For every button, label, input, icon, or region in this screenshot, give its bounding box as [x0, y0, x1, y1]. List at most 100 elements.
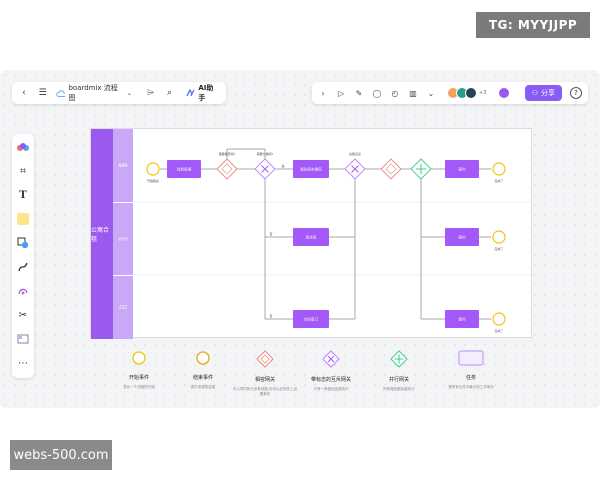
- start-event[interactable]: [146, 162, 160, 176]
- diagram-canvas[interactable]: 公寓合租 NNN YYYY ZZZ: [90, 128, 533, 339]
- end-label: 完成了: [494, 246, 503, 251]
- end-event[interactable]: [492, 162, 506, 176]
- lane-label: YYYY: [113, 202, 133, 275]
- task-box[interactable]: [293, 310, 329, 328]
- history-icon[interactable]: ◴: [391, 88, 399, 98]
- legend-title: 结束事件: [192, 375, 213, 381]
- tg-watermark: TG: MYYJJPP: [476, 12, 590, 38]
- task-label: 签约: [458, 235, 466, 240]
- end-label: 完成了: [494, 178, 503, 183]
- inclusive-gateway[interactable]: [380, 158, 402, 180]
- ai-label: AI助手: [198, 84, 214, 102]
- user-avatar[interactable]: [498, 87, 511, 99]
- legend-desc: 所有路径都会被执行: [383, 387, 415, 391]
- end-event-icon: [196, 351, 210, 365]
- task-label: 联系房东看房: [300, 167, 322, 172]
- ai-assistant-button[interactable]: AI助手: [186, 83, 220, 103]
- legend-title: 并行网关: [388, 377, 409, 383]
- help-button[interactable]: ?: [570, 87, 582, 99]
- lane-label: ZZZ: [113, 275, 133, 339]
- pool-label: 公寓合租: [91, 129, 113, 339]
- top-left-toolbar: ‹ ☰ boardmix 流程图 ⌄ ⌲ ⌕ AI助手: [12, 82, 226, 104]
- task-box[interactable]: [167, 160, 201, 178]
- doc-title: boardmix 流程图: [68, 84, 118, 102]
- legend-desc: 表示一个流程的开始: [123, 385, 155, 389]
- end-event[interactable]: [492, 230, 506, 244]
- task-box[interactable]: [293, 160, 329, 178]
- edge-label: 是: [281, 163, 284, 168]
- share-icon: ⚇: [531, 89, 538, 97]
- task-box[interactable]: [293, 228, 329, 246]
- legend-item: 带标志的互斥网关 只有一条路径会被执行: [298, 350, 364, 392]
- magic-icon[interactable]: ✎: [355, 88, 363, 98]
- legend-item: 相容网关 可以同时执行多条线路,也可以在网关上设置条件: [232, 350, 298, 397]
- task-label: 签约: [458, 167, 466, 172]
- task-label: 找到房源: [177, 167, 192, 172]
- pen-icon[interactable]: [16, 260, 30, 274]
- cloud-icon: [55, 89, 66, 97]
- back-icon[interactable]: ‹: [22, 88, 26, 98]
- share-button[interactable]: ⚇ 分享: [524, 85, 562, 101]
- share-label: 分享: [541, 89, 555, 97]
- end-event[interactable]: [492, 312, 506, 326]
- webs-watermark: webs-500.com: [10, 440, 112, 470]
- legend-desc: 可以同时执行多条线路,也可以在网关上设置条件: [232, 387, 298, 396]
- scissors-icon[interactable]: ✂: [18, 309, 28, 321]
- frame-icon[interactable]: ⌗: [20, 165, 26, 177]
- legend-title: 带标志的互斥网关: [310, 377, 351, 383]
- legend-title: 相容网关: [254, 377, 275, 383]
- avatar-count: +3: [479, 90, 487, 96]
- task-box[interactable]: [445, 160, 479, 178]
- legend-desc: 表示流程的结束: [190, 385, 216, 389]
- avatar: [465, 87, 477, 99]
- more-down-icon[interactable]: ⌄: [427, 88, 435, 98]
- search-icon[interactable]: ⌕: [167, 88, 173, 98]
- logo-icon[interactable]: [16, 140, 30, 154]
- inclusive-gateway-icon: [256, 350, 274, 368]
- menu-icon[interactable]: ☰: [38, 88, 47, 98]
- start-event-icon: [132, 351, 146, 365]
- ai-logo-icon: [186, 89, 195, 97]
- legend: 开始事件 表示一个流程的开始 结束事件 表示流程的结束 相容网关 可以同时执行多…: [90, 350, 532, 408]
- exclusive-gateway-icon: [322, 350, 340, 368]
- legend-item: 开始事件 表示一个流程的开始: [106, 350, 172, 390]
- more-icon[interactable]: ⋯: [18, 357, 28, 369]
- end-label: 完成了: [494, 328, 503, 333]
- task-label: 签约: [458, 317, 466, 322]
- parallel-gateway-icon: [390, 350, 408, 368]
- task-box[interactable]: [445, 228, 479, 246]
- doc-title-button[interactable]: boardmix 流程图 ⌄: [55, 83, 132, 103]
- tag-icon[interactable]: ⌲: [147, 88, 155, 98]
- shape-icon[interactable]: [16, 236, 30, 250]
- legend-desc: 只有一条路径会被执行: [313, 387, 349, 391]
- task-label: 合同签订: [304, 317, 319, 322]
- collaborator-avatars[interactable]: +3: [447, 87, 487, 99]
- inclusive-gateway[interactable]: [216, 158, 238, 180]
- exclusive-gateway[interactable]: [344, 158, 366, 180]
- task-icon: [458, 350, 484, 366]
- chevron-down-icon: ⌄: [126, 89, 132, 97]
- exclusive-gateway[interactable]: [254, 158, 276, 180]
- gateway-label: 需要搬家吗?: [219, 151, 236, 156]
- legend-item: 并行网关 所有路径都会被执行: [366, 350, 432, 392]
- comment-icon[interactable]: ◯: [372, 88, 382, 98]
- connector-icon[interactable]: [16, 284, 30, 298]
- template-icon[interactable]: [16, 332, 30, 346]
- top-right-toolbar: › ▷ ✎ ◯ ◴ ▥ ⌄ +3 ⚇ 分享 ?: [312, 82, 588, 104]
- bpmn-diagram: 找到房源 联系房东看房 签约 签合同 签约 合同签订 签约 开始租房 需要搬家吗…: [133, 148, 533, 333]
- task-box[interactable]: [445, 310, 479, 328]
- lane-label: NNN: [113, 129, 133, 202]
- parallel-gateway[interactable]: [410, 158, 432, 180]
- left-toolbar: ⌗ T ✂ ⋯: [12, 134, 34, 378]
- text-icon[interactable]: T: [19, 189, 27, 201]
- gateway-label: 房租谈妥: [349, 151, 361, 156]
- edge-label: 否: [269, 314, 272, 318]
- task-label: 签合同: [306, 235, 317, 240]
- chart-icon[interactable]: ▥: [409, 88, 417, 98]
- sticky-note-icon[interactable]: [16, 212, 30, 226]
- chevron-right-icon[interactable]: ›: [321, 88, 325, 98]
- start-label: 开始租房: [147, 178, 159, 183]
- legend-item: 结束事件 表示流程的结束: [170, 350, 236, 390]
- play-icon[interactable]: ▷: [337, 88, 345, 98]
